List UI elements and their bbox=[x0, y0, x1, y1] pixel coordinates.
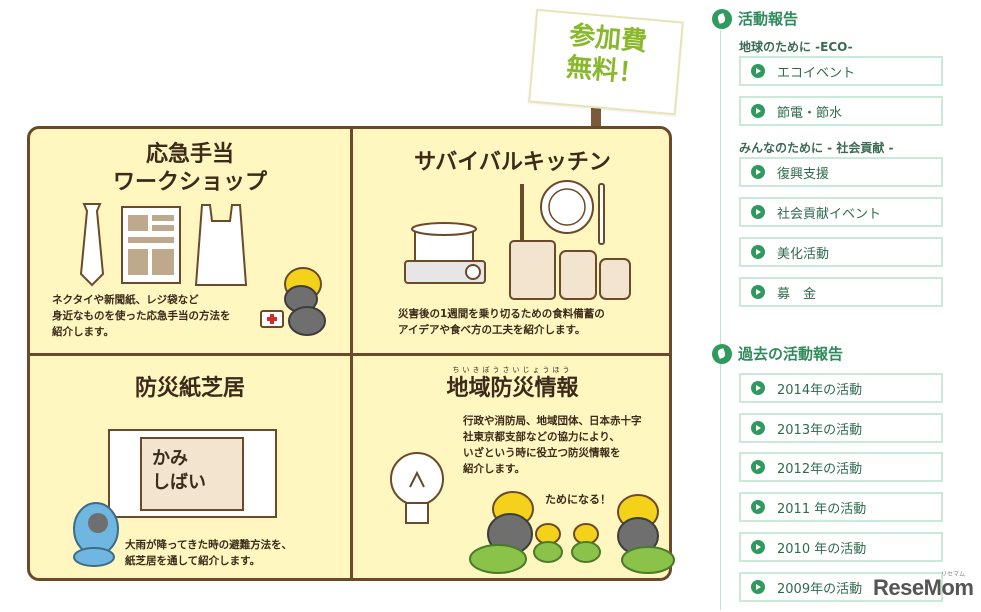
resemom-logo: ReseMom bbox=[873, 575, 974, 600]
social-contribution-subcategory: みんなのために - 社会貢献 - bbox=[739, 141, 894, 155]
sidebar-item-2010[interactable]: 2010 年の活動 bbox=[739, 532, 943, 562]
local-disaster-info-title: 地域防災情報 bbox=[446, 376, 579, 401]
arrow-icon bbox=[751, 245, 765, 259]
kamishibai-card: かみ しばい bbox=[140, 437, 244, 511]
board-horizontal-divider bbox=[30, 353, 669, 356]
sidebar-item-label: 2014年の活動 bbox=[777, 382, 863, 398]
sidebar-item-2011[interactable]: 2011 年の活動 bbox=[739, 492, 943, 522]
speech-bubble-text: ためになる！ bbox=[545, 493, 611, 506]
light-bulb-icon bbox=[390, 452, 444, 524]
sidebar: 活動報告 地球のために -ECO- エコイベント 節電・節水 みんなのために -… bbox=[705, 0, 981, 612]
leaf-icon bbox=[712, 343, 732, 364]
arrow-icon bbox=[751, 165, 765, 179]
sidebar-item-label: 美化活動 bbox=[777, 246, 830, 262]
sidebar-item-2013[interactable]: 2013年の活動 bbox=[739, 413, 943, 443]
arrow-icon bbox=[751, 580, 765, 594]
kitchen-items-illustration bbox=[404, 180, 631, 300]
sidebar-item-label: エコイベント bbox=[777, 65, 856, 81]
sidebar-item-label: 2012年の活動 bbox=[777, 461, 863, 477]
arrow-icon bbox=[751, 500, 765, 514]
ants-group-illustration bbox=[469, 491, 675, 574]
sidebar-guide-line bbox=[720, 30, 721, 610]
sidebar-item-2012[interactable]: 2012年の活動 bbox=[739, 452, 943, 482]
sidebar-item-2009[interactable]: 2009年の活動 bbox=[739, 572, 943, 602]
sidebar-item-social-event[interactable]: 社会貢献イベント bbox=[739, 197, 943, 227]
first-aid-items-illustration bbox=[79, 203, 248, 287]
sidebar-item-reconstruction-support[interactable]: 復興支援 bbox=[739, 157, 943, 187]
sidebar-item-label: 社会貢献イベント bbox=[777, 206, 882, 222]
arrow-icon bbox=[751, 104, 765, 118]
sidebar-item-label: 2013年の活動 bbox=[777, 422, 863, 438]
sidebar-item-label: 復興支援 bbox=[777, 166, 830, 182]
sidebar-item-2014[interactable]: 2014年の活動 bbox=[739, 373, 943, 403]
activity-report-title: 活動報告 bbox=[738, 10, 799, 28]
sidebar-item-energy-saving[interactable]: 節電・節水 bbox=[739, 96, 943, 126]
past-activity-heading: 過去の活動報告 bbox=[712, 343, 843, 364]
sign-text: 参加費 無料！ bbox=[565, 20, 649, 90]
arrow-icon bbox=[751, 205, 765, 219]
sidebar-item-donation[interactable]: 募 金 bbox=[739, 277, 943, 307]
first-aid-title: 応急手当 ワークショップ bbox=[112, 142, 267, 195]
free-admission-sign: 参加費 無料！ bbox=[528, 8, 684, 116]
sidebar-item-label: 2011 年の活動 bbox=[777, 501, 867, 517]
sidebar-item-label: 2010 年の活動 bbox=[777, 541, 867, 557]
eco-subcategory: 地球のために -ECO- bbox=[739, 40, 853, 54]
arrow-icon bbox=[751, 381, 765, 395]
arrow-icon bbox=[751, 421, 765, 435]
ant-in-raincoat-illustration bbox=[73, 502, 119, 567]
kamishibai-frame: かみ しばい bbox=[108, 429, 277, 518]
logo-kana: リセマム bbox=[941, 571, 966, 578]
survival-kitchen-description: 災害後の1週間を乗り切るための食料備蓄の アイデアや食べ方の工夫を紹介します。 bbox=[398, 308, 605, 336]
kamishibai-title: 防災紙芝居 bbox=[134, 376, 245, 401]
past-activity-title: 過去の活動報告 bbox=[738, 345, 844, 363]
local-disaster-info-description: 行政や消防局、地域団体、日本赤十字 社東京都支部などの協力により、 いざという時… bbox=[463, 415, 642, 475]
event-board: 応急手当 ワークショップ ネクタイや新聞紙、レジ袋など 身近なものを使った応急手… bbox=[27, 126, 675, 581]
survival-kitchen-title: サバイバルキッチン bbox=[414, 150, 611, 175]
sidebar-item-eco-event[interactable]: エコイベント bbox=[739, 56, 943, 86]
ant-with-first-aid-kit-illustration bbox=[260, 267, 326, 336]
sidebar-item-label: 2009年の活動 bbox=[777, 581, 863, 597]
arrow-icon bbox=[751, 64, 765, 78]
first-aid-description: ネクタイや新聞紙、レジ袋など 身近なものを使った応急手当の方法を 紹介します。 bbox=[52, 294, 231, 338]
local-info-ruby: ちいきぼうさいじょうほう bbox=[452, 366, 573, 374]
arrow-icon bbox=[751, 460, 765, 474]
sign-post bbox=[591, 100, 601, 130]
sidebar-item-beautification[interactable]: 美化活動 bbox=[739, 237, 943, 267]
sidebar-item-label: 募 金 bbox=[777, 286, 817, 302]
leaf-icon bbox=[712, 8, 732, 29]
activity-report-heading: 活動報告 bbox=[712, 8, 798, 29]
kamishibai-card-text: かみ しばい bbox=[152, 448, 206, 493]
kamishibai-description: 大雨が降ってきた時の避難方法を、 紙芝居を通して紹介します。 bbox=[125, 539, 293, 567]
arrow-icon bbox=[751, 285, 765, 299]
sidebar-item-label: 節電・節水 bbox=[777, 105, 843, 121]
arrow-icon bbox=[751, 540, 765, 554]
